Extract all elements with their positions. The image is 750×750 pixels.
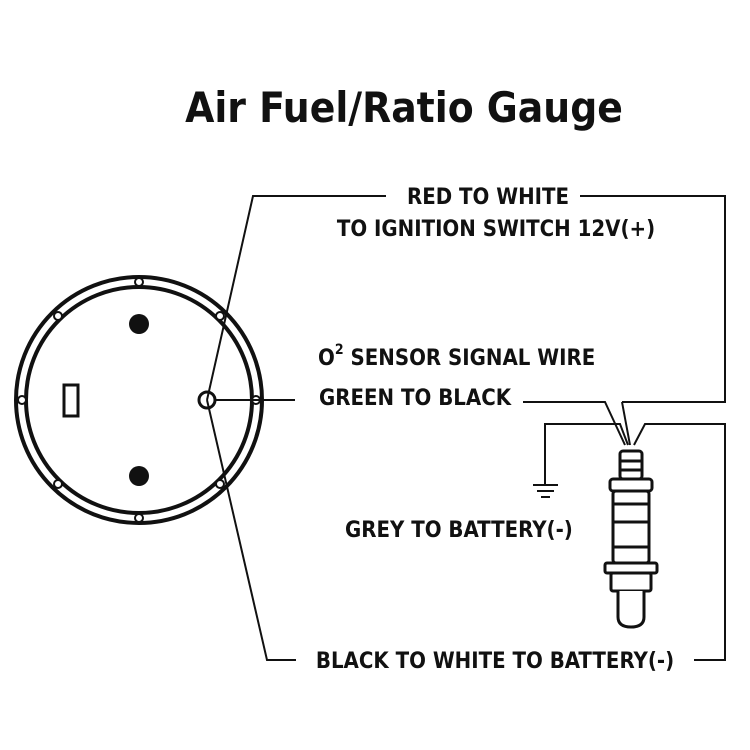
ground-symbol-icon [533, 484, 558, 498]
bolt-icon [53, 479, 63, 489]
mounting-stud-top-icon [129, 314, 149, 334]
power-wire-to-sensor-lead [621, 401, 631, 446]
ground-wire-to-sensor [633, 423, 726, 661]
bolt-icon [53, 311, 63, 321]
connector-slot-icon [62, 383, 80, 418]
grey-wire-label: GREY TO BATTERY(-) [345, 518, 573, 543]
power-wire-label-line1: RED TO WHITE [407, 185, 569, 210]
power-wire-to-sensor [580, 195, 726, 403]
bolt-icon [215, 311, 225, 321]
gauge-bolts [17, 277, 261, 523]
ground-wire [206, 399, 296, 661]
signal-wire-to-sensor [523, 401, 626, 446]
bolt-icon [17, 395, 27, 405]
grey-wire [544, 423, 629, 484]
signal-label-superscript: 2 [335, 342, 344, 358]
power-wire-label-line2: TO IGNITION SWITCH 12V(+) [337, 217, 655, 242]
mounting-stud-bottom-icon [129, 466, 149, 486]
gauge-back [14, 275, 264, 525]
diagram-title: Air Fuel/Ratio Gauge [185, 83, 623, 132]
bolt-icon [134, 277, 144, 287]
signal-wire-label-line2: GREEN TO BLACK [319, 386, 512, 411]
bolt-icon [134, 513, 144, 523]
ground-wire-label: BLACK TO WHITE TO BATTERY(-) [316, 649, 674, 674]
bolt-icon [215, 479, 225, 489]
power-wire [206, 195, 386, 401]
oxygen-sensor-icon [603, 449, 659, 629]
signal-label-rest: SENSOR SIGNAL WIRE [344, 346, 596, 371]
signal-wire-label-line1: O2 SENSOR SIGNAL WIRE [318, 342, 595, 371]
signal-label-prefix: O [318, 346, 335, 371]
